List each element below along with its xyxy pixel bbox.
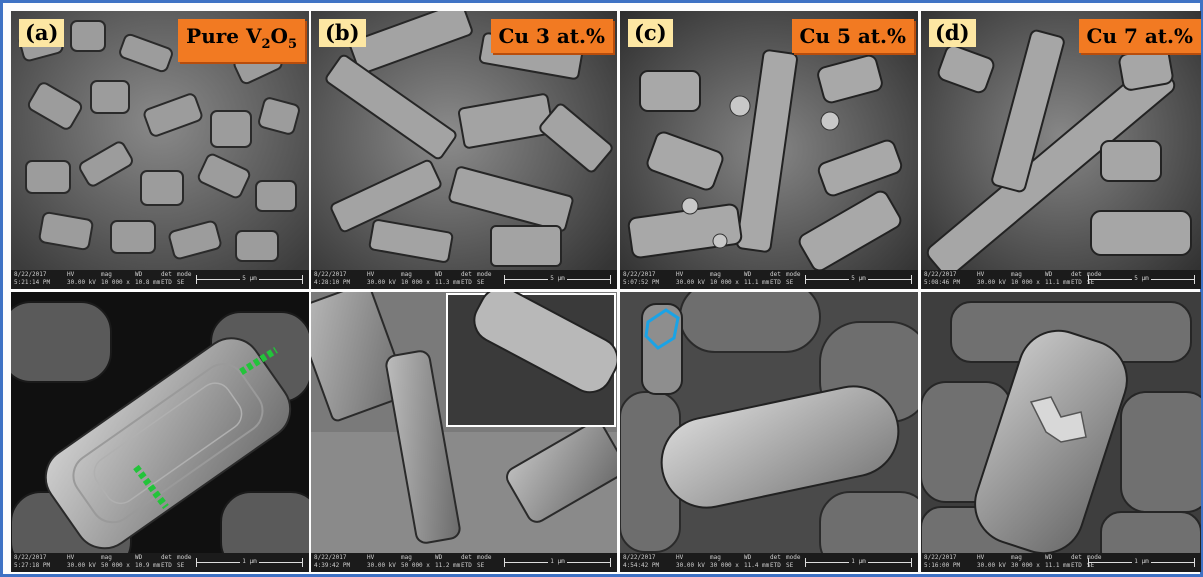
sem-image-a-bottom bbox=[11, 292, 309, 572]
panel-a-title: Pure V2O5 bbox=[178, 19, 305, 62]
panel-d-top-scalebar: 5 μm bbox=[1088, 275, 1195, 284]
sem-image-b-bottom bbox=[311, 292, 617, 572]
panel-c-title: Cu 5 at.% bbox=[791, 19, 914, 53]
panel-c-bottom-scalebar: 1 μm bbox=[805, 558, 912, 567]
inset-image bbox=[446, 292, 617, 427]
sem-image-d-top bbox=[921, 11, 1201, 289]
panel-c-label: (c) bbox=[628, 19, 673, 47]
panel-a-bottom-scalebar: 1 μm bbox=[196, 558, 303, 567]
sem-image-c-top bbox=[620, 11, 918, 289]
panel-b-bottom-scalebar: 1 μm bbox=[504, 558, 611, 567]
green-measure-mark-1 bbox=[133, 464, 169, 510]
panel-b-title: Cu 3 at.% bbox=[490, 19, 613, 53]
panel-d-bottom-scalebar: 1 μm bbox=[1088, 558, 1195, 567]
sem-image-c-bottom bbox=[620, 292, 918, 572]
sem-image-b-top bbox=[311, 11, 617, 289]
panel-a-top-scalebar: 5 μm bbox=[196, 275, 303, 284]
panel-b-top-scalebar: 5 μm bbox=[504, 275, 611, 284]
panel-c-top-scalebar: 5 μm bbox=[805, 275, 912, 284]
panel-d-label: (d) bbox=[929, 19, 976, 47]
sem-image-d-bottom bbox=[921, 292, 1201, 572]
panel-a-label: (a) bbox=[19, 19, 65, 47]
green-measure-mark-2 bbox=[239, 347, 278, 375]
panel-b-label: (b) bbox=[319, 19, 366, 47]
panel-d-title: Cu 7 at.% bbox=[1078, 19, 1201, 53]
blue-hexagon-outline bbox=[644, 308, 680, 350]
